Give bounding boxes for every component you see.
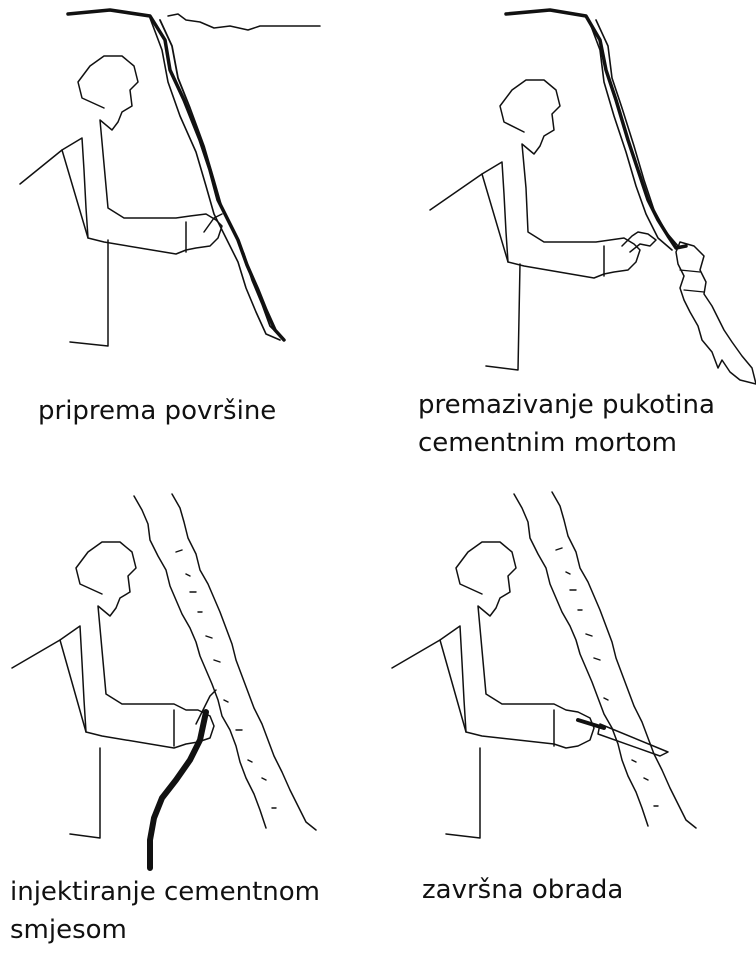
crack-boundary bbox=[134, 496, 266, 828]
crack-boundary bbox=[514, 494, 648, 826]
mortar-patch bbox=[676, 242, 756, 384]
wall-crack-edge bbox=[160, 20, 282, 338]
tool-finishing-trowel bbox=[598, 724, 668, 756]
rock-outline bbox=[168, 14, 320, 30]
caption-cement-injection: injektiranje cementnom smjesom bbox=[10, 873, 320, 949]
worker-figure bbox=[392, 542, 594, 748]
wall-crack-edge bbox=[596, 20, 678, 246]
caption-line: priprema površine bbox=[38, 392, 276, 430]
caption-line: smjesom bbox=[10, 911, 320, 949]
crack-fill-marks bbox=[556, 548, 658, 806]
panel-mortar-coating bbox=[430, 10, 756, 384]
worker-figure bbox=[70, 748, 100, 838]
worker-figure bbox=[430, 80, 640, 278]
worker-figure bbox=[12, 542, 214, 748]
panel-cement-injection bbox=[12, 494, 316, 868]
caption-line: cementnim mortom bbox=[418, 424, 715, 462]
crack-boundary bbox=[172, 494, 316, 830]
caption-line: premazivanje pukotina bbox=[418, 386, 715, 424]
wall-crack bbox=[68, 10, 284, 340]
mortar-patch bbox=[680, 270, 704, 292]
crack-fill-marks bbox=[176, 550, 276, 808]
injection-hose bbox=[150, 712, 206, 868]
caption-line: injektiranje cementnom bbox=[10, 873, 320, 911]
panel-surface-preparation bbox=[20, 10, 320, 346]
caption-line: završna obrada bbox=[422, 871, 623, 909]
wall-crack bbox=[506, 10, 686, 248]
caption-surface-preparation: priprema površine bbox=[38, 392, 276, 430]
caption-mortar-coating: premazivanje pukotina cementnim mortom bbox=[418, 386, 715, 462]
worker-figure bbox=[70, 240, 108, 346]
crack-boundary bbox=[552, 492, 696, 828]
worker-figure bbox=[486, 264, 520, 370]
worker-figure bbox=[446, 748, 480, 838]
panel-final-finish bbox=[392, 492, 696, 838]
worker-figure bbox=[20, 56, 222, 254]
caption-final-finish: završna obrada bbox=[422, 871, 623, 909]
